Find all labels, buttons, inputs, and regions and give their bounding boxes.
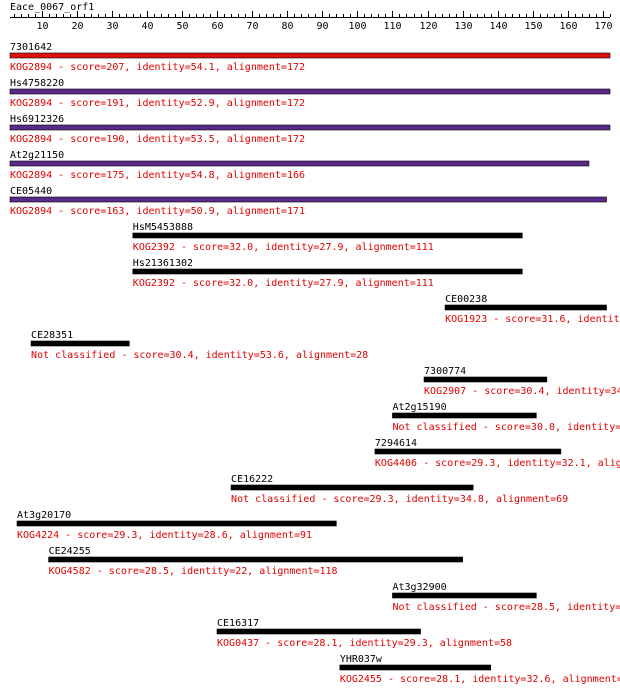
hit-bar [48, 556, 463, 563]
tick-label: 100 [348, 21, 366, 32]
hit-bar [423, 376, 548, 383]
tick-label: 140 [489, 21, 507, 32]
tick-label: 160 [559, 21, 577, 32]
hit-description: KOG2894 - score=190, identity=53.5, alig… [10, 134, 305, 145]
hit-bar [9, 88, 611, 95]
hit-bar [216, 628, 421, 635]
tick-label: 130 [454, 21, 472, 32]
tick-label: 60 [211, 21, 223, 32]
hit-name: CE28351 [31, 330, 73, 341]
hit-description: KOG4406 - score=29.3, identity=32.1, ali… [375, 458, 620, 469]
hit-description: KOG2894 - score=191, identity=52.9, alig… [10, 98, 305, 109]
tick-label: 10 [36, 21, 48, 32]
hit-bar [339, 664, 492, 671]
hit-name: CE00238 [445, 294, 487, 305]
tick-label: 50 [176, 21, 188, 32]
hit-name: 7294614 [375, 438, 417, 449]
hit-description: KOG2907 - score=30.4, identity=34.3, ali… [424, 386, 620, 397]
tick-label: 90 [316, 21, 328, 32]
hit-bar [374, 448, 562, 455]
tick-label: 150 [524, 21, 542, 32]
hit-description: Not classified - score=29.3, identity=34… [231, 494, 568, 505]
tick-label: 70 [246, 21, 258, 32]
hit-bar [16, 520, 337, 527]
hit-name: CE24255 [49, 546, 91, 557]
hit-description: KOG4582 - score=28.5, identity=22, align… [49, 566, 338, 577]
position-axis: 10 20 30 40 50 60 70 80 90 100 110 120 130 140 150 160 1… [10, 11, 613, 32]
hit-name: HsM5453888 [133, 222, 193, 233]
hit-description: Not classified - score=28.5, identity=40… [392, 602, 620, 613]
hit-bar [392, 412, 537, 419]
hit-bar [444, 304, 607, 311]
tick-label: 170 [594, 21, 612, 32]
tick-label: 110 [383, 21, 401, 32]
hit-name: At2g15190 [392, 402, 446, 413]
tick-label: 80 [281, 21, 293, 32]
hit-bar [9, 52, 611, 59]
tick-label: 120 [419, 21, 437, 32]
tick-label: 40 [141, 21, 153, 32]
hit-bar [9, 196, 607, 203]
hit-description: KOG2392 - score=32.0, identity=27.9, ali… [133, 278, 434, 289]
hit-name: YHR037w [340, 654, 383, 665]
hit-bar [230, 484, 474, 491]
hit-name: CE16317 [217, 618, 259, 629]
tick-label: 30 [106, 21, 118, 32]
hit-bar [9, 160, 590, 167]
hit-name: At2g21150 [10, 150, 64, 161]
hit-bar [392, 592, 537, 599]
hit-description: KOG2894 - score=163, identity=50.9, alig… [10, 206, 305, 217]
hit-bar [132, 232, 523, 239]
hit-bar [132, 268, 523, 275]
hit-name: CE16222 [231, 474, 273, 485]
hit-description: KOG1923 - score=31.6, identity=32.6, ali… [445, 314, 620, 325]
hit-description: Not classified - score=30.4, identity=53… [31, 350, 368, 361]
hit-name: Hs4758220 [10, 78, 64, 89]
hit-description: KOG2392 - score=32.0, identity=27.9, ali… [133, 242, 434, 253]
hit-name: At3g20170 [17, 510, 71, 521]
hit-description: KOG2894 - score=207, identity=54.1, alig… [10, 62, 305, 73]
hit-bar [9, 124, 611, 131]
hit-name: At3g32900 [392, 582, 446, 593]
tick-label: 20 [71, 21, 83, 32]
hit-description: KOG0437 - score=28.1, identity=29.3, ali… [217, 638, 512, 649]
hit-description: KOG2894 - score=175, identity=54.8, alig… [10, 170, 305, 181]
hit-name: CE05440 [10, 186, 52, 197]
hit-name: Hs21361302 [133, 258, 193, 269]
hit-description: Not classified - score=30.0, identity=40… [392, 422, 620, 433]
hit-description: KOG2455 - score=28.1, identity=32.6, ali… [340, 674, 620, 685]
hit-name: Hs6912326 [10, 114, 64, 125]
hit-description: KOG4224 - score=29.3, identity=28.6, ali… [17, 530, 312, 541]
hit-name: 7301642 [10, 42, 52, 53]
hit-name: 7300774 [424, 366, 466, 377]
hit-bar [30, 340, 130, 347]
query-name: Eace_0067_orf1 [10, 2, 94, 13]
